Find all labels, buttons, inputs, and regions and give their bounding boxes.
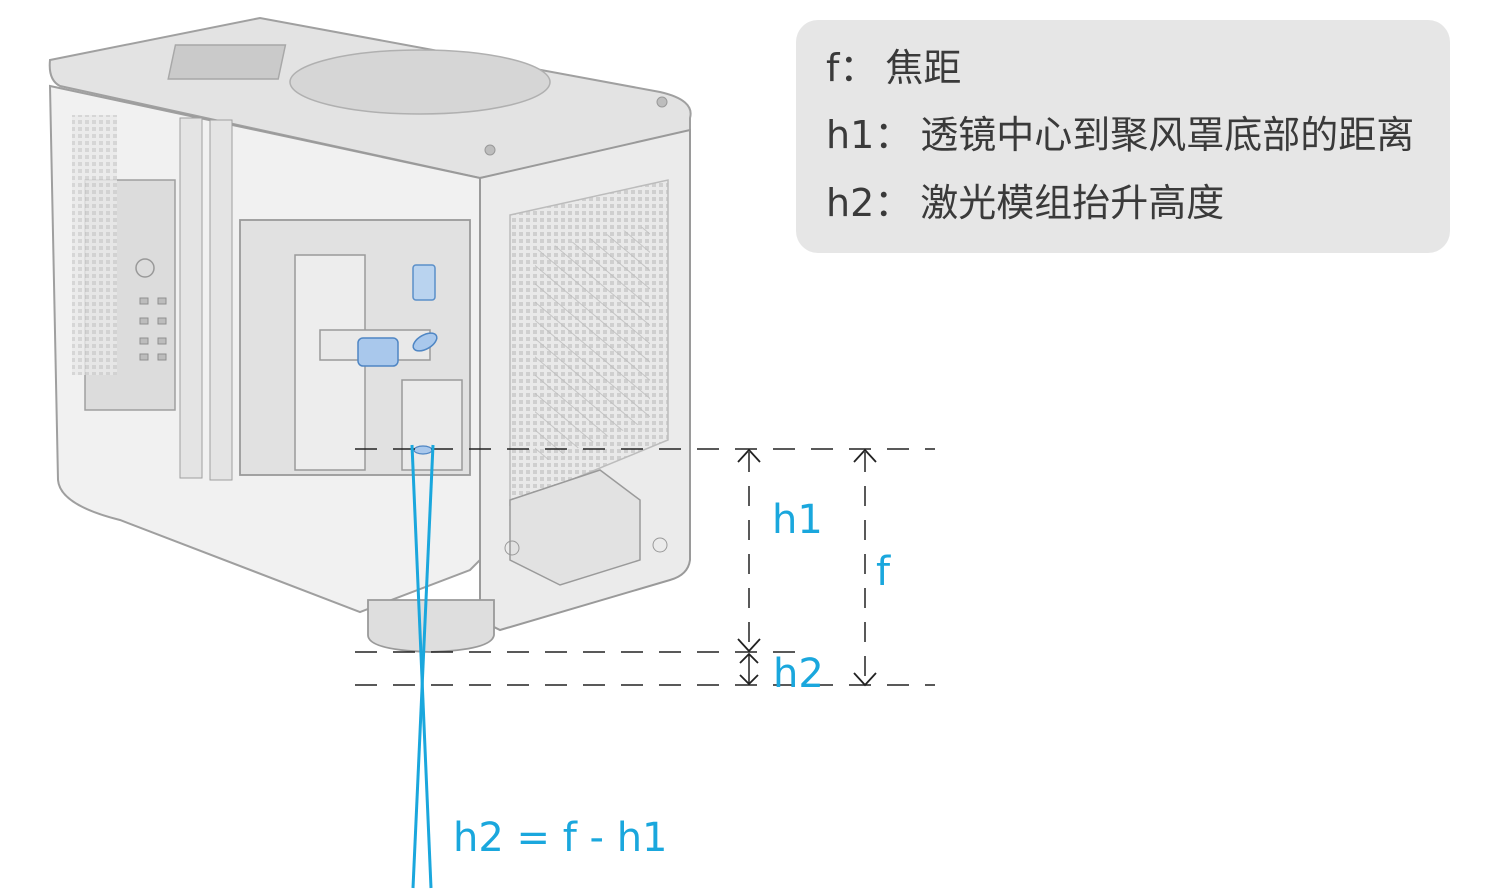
lid-label-plate <box>167 44 287 80</box>
legend-description: 透镜中心到聚风罩底部的距离 <box>920 113 1415 157</box>
h1-arrow-top <box>737 448 761 463</box>
legend-colon: ： <box>874 113 913 157</box>
board-hole <box>135 258 155 278</box>
lid-vent <box>289 49 551 115</box>
h2-label: h2 <box>773 651 824 697</box>
h2-arrow-top <box>739 652 759 664</box>
base-bracket <box>509 469 641 586</box>
legend-colon: ： <box>839 46 878 90</box>
legend-description: 焦距 <box>885 46 962 90</box>
board-buttons <box>139 297 167 361</box>
legend-box: f：焦距 h1：透镜中心到聚风罩底部的距离 h2：激光模组抬升高度 <box>796 20 1450 253</box>
f-arrow-bottom <box>853 672 877 687</box>
left-mesh-strip <box>72 115 117 375</box>
lid-screw <box>484 144 496 156</box>
legend-description: 激光模组抬升高度 <box>920 181 1225 225</box>
side-mesh-pattern <box>535 225 650 465</box>
h2-arrow-bottom <box>739 674 759 686</box>
legend-term: f <box>826 46 840 90</box>
f-arrow-top <box>853 448 877 463</box>
reflector-lens <box>412 332 438 352</box>
formula-label: h2 = f - h1 <box>453 815 668 861</box>
legend-colon: ： <box>874 181 913 225</box>
h1-label: h1 <box>772 497 823 543</box>
legend-term: h2 <box>826 181 875 225</box>
h1-arrow-bottom <box>737 638 761 653</box>
base-hole <box>504 540 520 556</box>
laser-diode <box>357 337 399 367</box>
legend-item-h2: h2：激光模组抬升高度 <box>826 184 1224 222</box>
rail <box>179 117 203 479</box>
base-hole <box>652 537 668 553</box>
rail <box>209 119 233 481</box>
legend-term: h1 <box>826 113 875 157</box>
f-label: f <box>876 549 891 595</box>
legend-item-h1: h1：透镜中心到聚风罩底部的距离 <box>826 116 1414 154</box>
legend-item-f: f：焦距 <box>826 49 961 87</box>
laser-housing <box>294 254 366 471</box>
lid-screw <box>656 96 668 108</box>
mirror-mount <box>412 264 436 301</box>
air-assist-nozzle <box>367 599 495 653</box>
laser-beam-ray <box>411 444 435 889</box>
